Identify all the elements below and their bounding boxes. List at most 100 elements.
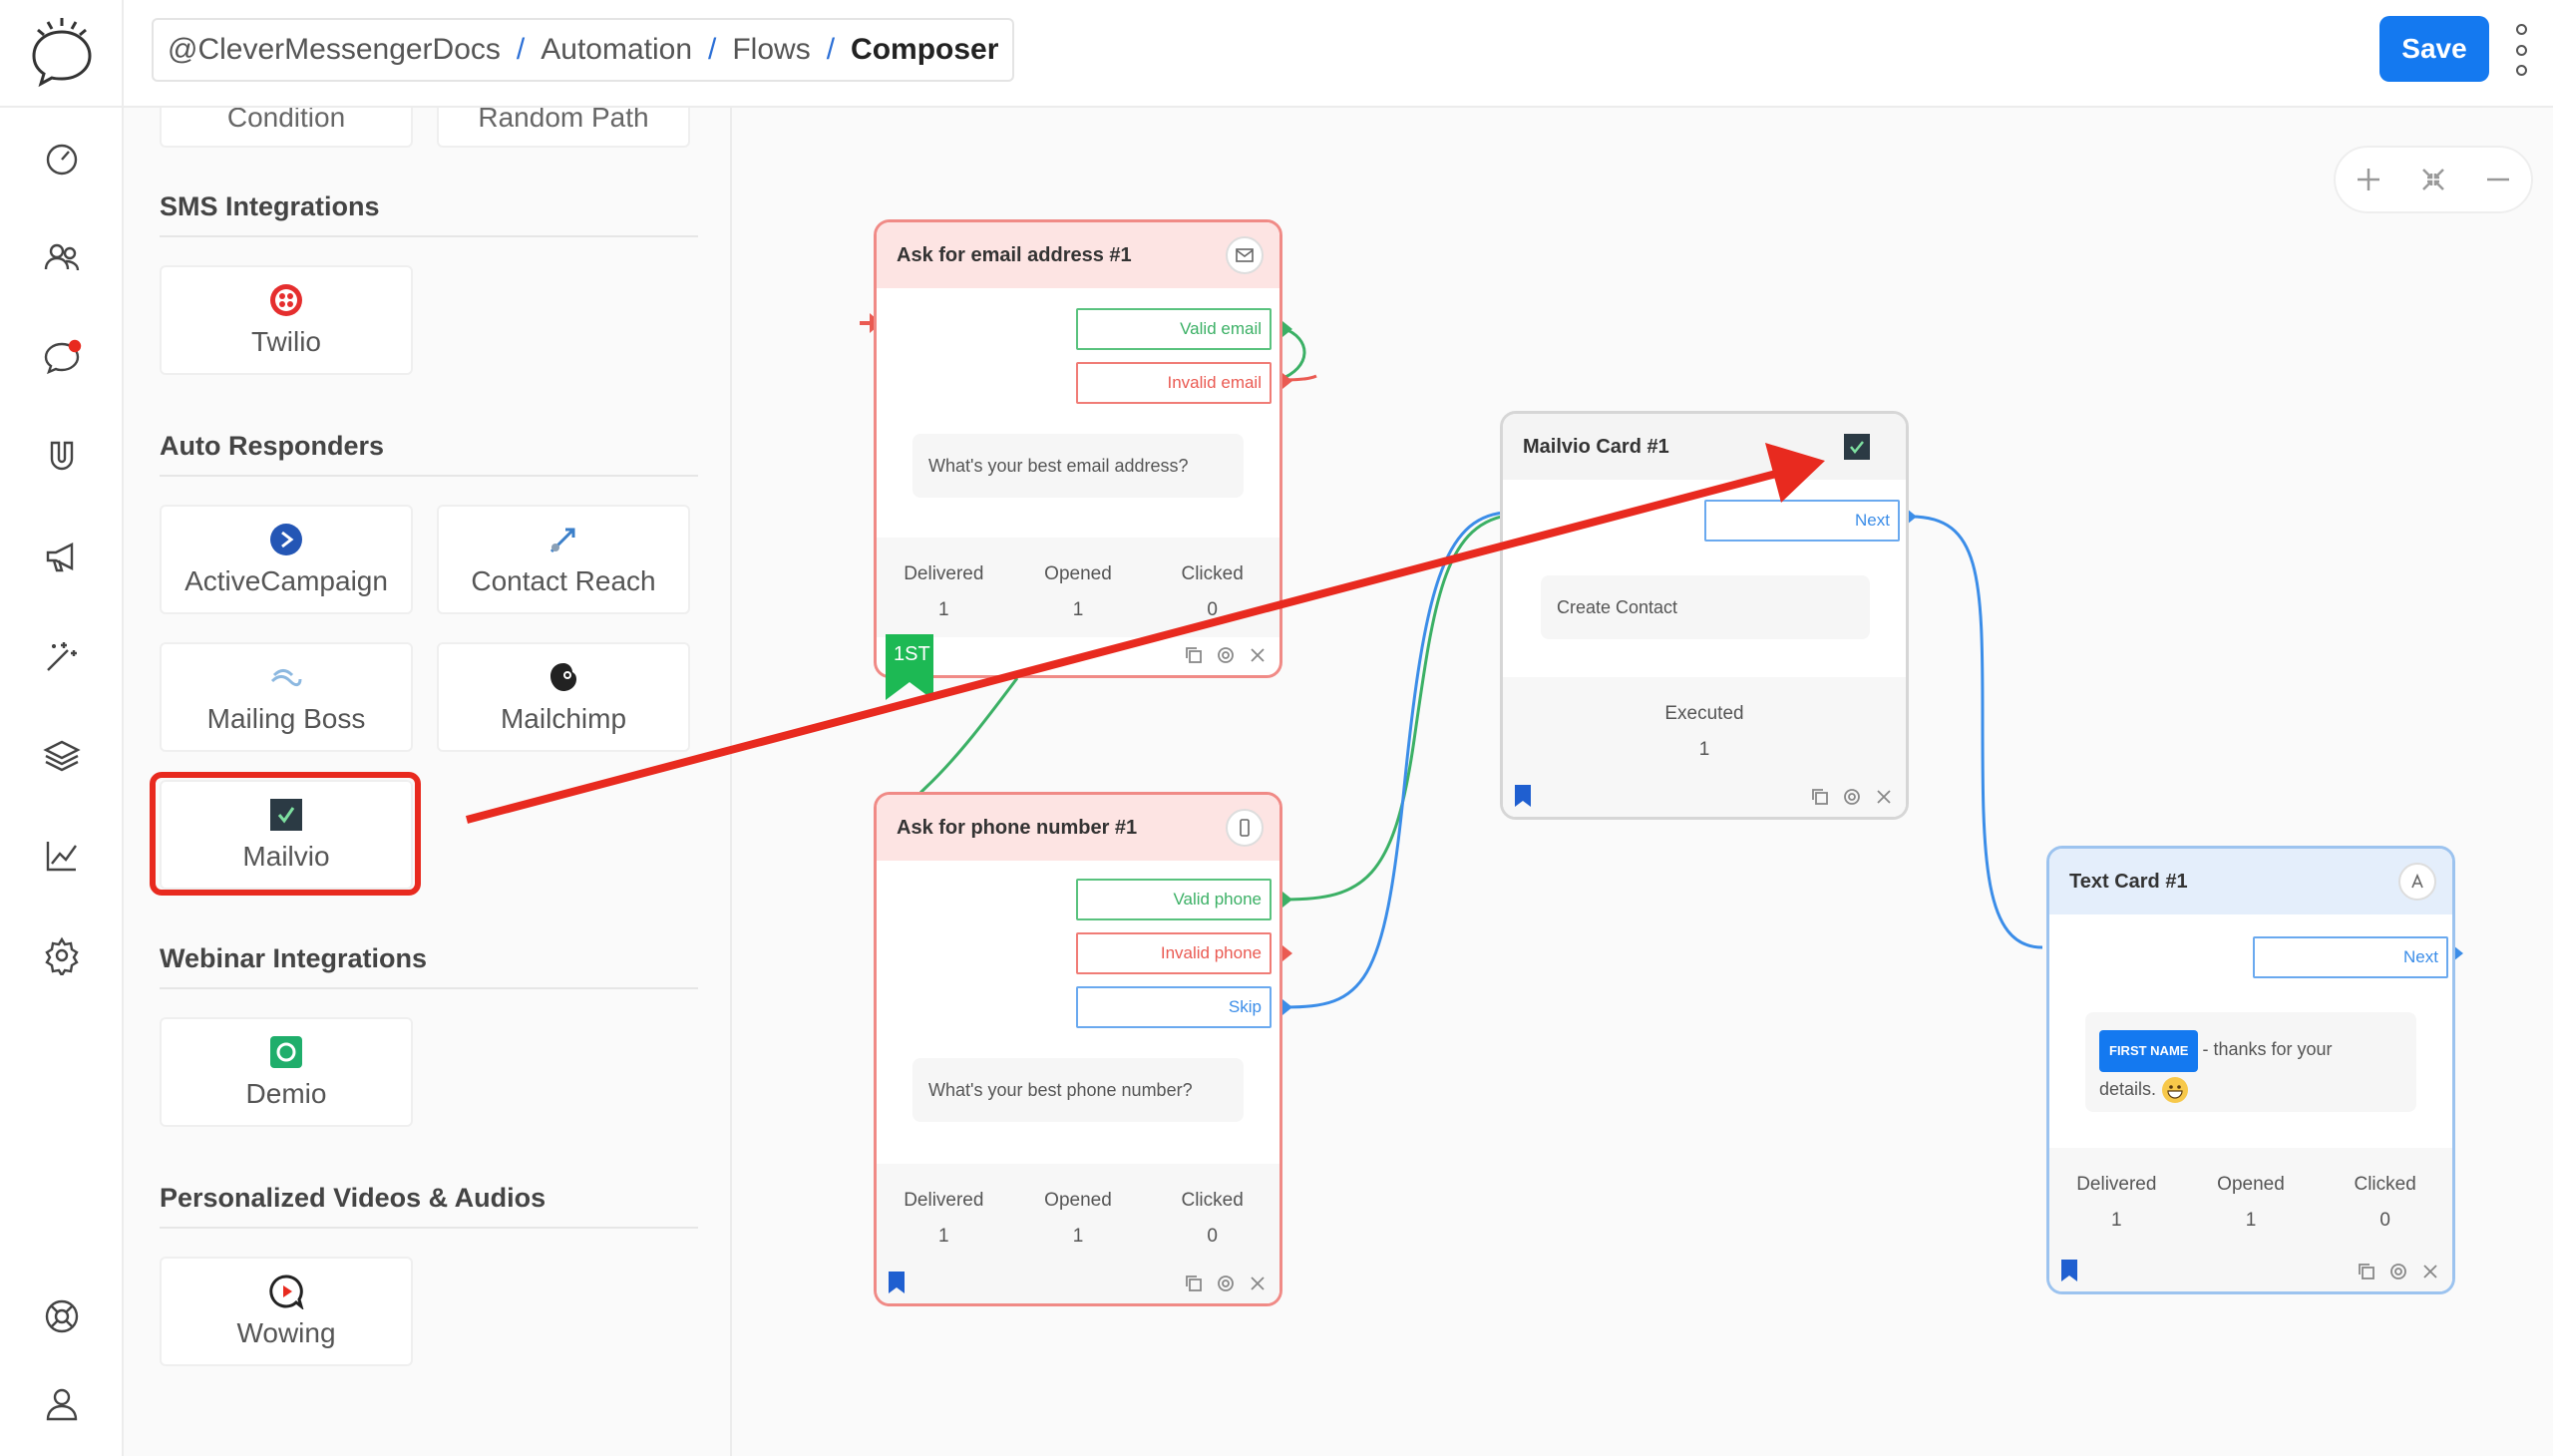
tile-random-path[interactable]: Random Path xyxy=(437,108,690,148)
card-actions xyxy=(2357,1262,2440,1281)
tile-wowing[interactable]: Wowing xyxy=(160,1257,413,1366)
copy-icon[interactable] xyxy=(1184,1274,1204,1293)
activecampaign-icon xyxy=(268,522,304,557)
output-valid-email[interactable]: Valid email xyxy=(1076,308,1272,350)
magic-wand-icon[interactable] xyxy=(38,632,86,680)
tile-demio[interactable]: Demio xyxy=(160,1017,413,1127)
tile-condition[interactable]: Condition xyxy=(160,108,413,148)
output-valid-phone[interactable]: Valid phone xyxy=(1076,879,1272,920)
close-icon[interactable] xyxy=(1248,1274,1268,1293)
mailing-boss-icon xyxy=(268,659,304,695)
mailvio-icon xyxy=(1844,434,1870,460)
zoom-in-icon[interactable] xyxy=(2354,165,2383,194)
dashboard-icon[interactable] xyxy=(38,134,86,182)
copy-icon[interactable] xyxy=(2357,1262,2376,1281)
tile-contact-reach[interactable]: Contact Reach xyxy=(437,505,690,614)
card-text[interactable]: Text Card #1 Next FIRST NAME- thanks for… xyxy=(2046,846,2455,1294)
fit-view-icon[interactable] xyxy=(2418,165,2448,194)
mailchimp-icon xyxy=(546,659,581,695)
output-skip[interactable]: Skip xyxy=(1076,986,1272,1028)
tile-label: Demio xyxy=(245,1078,327,1109)
breadcrumb-automation[interactable]: Automation xyxy=(541,33,693,66)
logo-icon[interactable] xyxy=(22,12,102,92)
settings-icon[interactable] xyxy=(38,931,86,979)
chat-icon[interactable] xyxy=(38,333,86,381)
message-bubble: What's your best email address? xyxy=(912,434,1244,498)
element-library-panel: Condition Random Path SMS Integrations T… xyxy=(124,108,732,1456)
section-title-webinar: Webinar Integrations xyxy=(160,943,428,973)
audience-icon[interactable] xyxy=(38,233,86,281)
bookmark-icon[interactable] xyxy=(889,1272,905,1293)
bookmark-icon[interactable] xyxy=(2061,1260,2077,1281)
card-title: Text Card #1 xyxy=(2049,849,2452,914)
zoom-out-icon[interactable] xyxy=(2483,165,2513,194)
gear-icon[interactable] xyxy=(2388,1262,2408,1281)
card-title-text: Mailvio Card #1 xyxy=(1523,435,1669,458)
user-icon[interactable] xyxy=(38,1380,86,1428)
section-divider xyxy=(160,235,698,237)
breadcrumb-current: Composer xyxy=(851,33,999,66)
breadcrumb-workspace[interactable]: @CleverMessengerDocs xyxy=(168,33,501,66)
megaphone-icon[interactable] xyxy=(38,533,86,580)
tile-mailvio[interactable]: Mailvio xyxy=(160,780,413,890)
card-footer xyxy=(2049,1248,2452,1291)
card-title: Ask for email address #1 xyxy=(877,222,1279,288)
tile-twilio[interactable]: Twilio xyxy=(160,265,413,375)
bookmark-icon[interactable] xyxy=(1515,785,1531,807)
save-button[interactable]: Save xyxy=(2379,16,2489,82)
mailvio-highlight-box xyxy=(150,772,421,896)
more-options-icon[interactable] xyxy=(2511,24,2531,76)
help-icon[interactable] xyxy=(38,1292,86,1340)
card-title-text: Text Card #1 xyxy=(2069,870,2188,893)
analytics-icon[interactable] xyxy=(38,832,86,880)
card-mailvio[interactable]: Mailvio Card #1 Next Create Contact Exec… xyxy=(1500,411,1909,820)
output-next[interactable]: Next xyxy=(1704,500,1900,542)
tile-activecampaign[interactable]: ActiveCampaign xyxy=(160,505,413,614)
close-icon[interactable] xyxy=(1248,645,1268,665)
magnet-icon[interactable] xyxy=(38,433,86,481)
breadcrumb-flows[interactable]: Flows xyxy=(732,33,811,66)
card-ask-phone[interactable]: Ask for phone number #1 Valid phone Inva… xyxy=(874,792,1282,1306)
breadcrumb-separator: / xyxy=(516,33,526,66)
wowing-icon xyxy=(268,1274,304,1309)
gear-icon[interactable] xyxy=(1216,645,1236,665)
card-ask-email[interactable]: Ask for email address #1 Valid email Inv… xyxy=(874,219,1282,678)
output-next[interactable]: Next xyxy=(2253,936,2448,978)
gear-icon[interactable] xyxy=(1216,1274,1236,1293)
gear-icon[interactable] xyxy=(1842,787,1862,807)
zoom-controls xyxy=(2334,146,2533,213)
tile-mailchimp[interactable]: Mailchimp xyxy=(437,642,690,752)
close-icon[interactable] xyxy=(1874,787,1894,807)
section-title-sms: SMS Integrations xyxy=(160,191,380,221)
output-invalid-phone[interactable]: Invalid phone xyxy=(1076,932,1272,974)
card-title: Mailvio Card #1 xyxy=(1503,414,1906,480)
copy-icon[interactable] xyxy=(1810,787,1830,807)
tile-mailing-boss[interactable]: Mailing Boss xyxy=(160,642,413,752)
layers-icon[interactable] xyxy=(38,732,86,780)
card-footer xyxy=(877,1260,1279,1303)
section-title-auto-responders: Auto Responders xyxy=(160,431,385,461)
output-invalid-email[interactable]: Invalid email xyxy=(1076,362,1272,404)
tile-label: Wowing xyxy=(236,1317,336,1348)
tile-label: Twilio xyxy=(250,326,321,357)
demio-icon xyxy=(268,1034,304,1070)
copy-icon[interactable] xyxy=(1184,645,1204,665)
close-icon[interactable] xyxy=(2420,1262,2440,1281)
message-bubble: FIRST NAME- thanks for your details. xyxy=(2085,1012,2416,1112)
message-bubble: What's your best phone number? xyxy=(912,1058,1244,1122)
section-divider xyxy=(160,1227,698,1229)
card-title: Ask for phone number #1 xyxy=(877,795,1279,861)
